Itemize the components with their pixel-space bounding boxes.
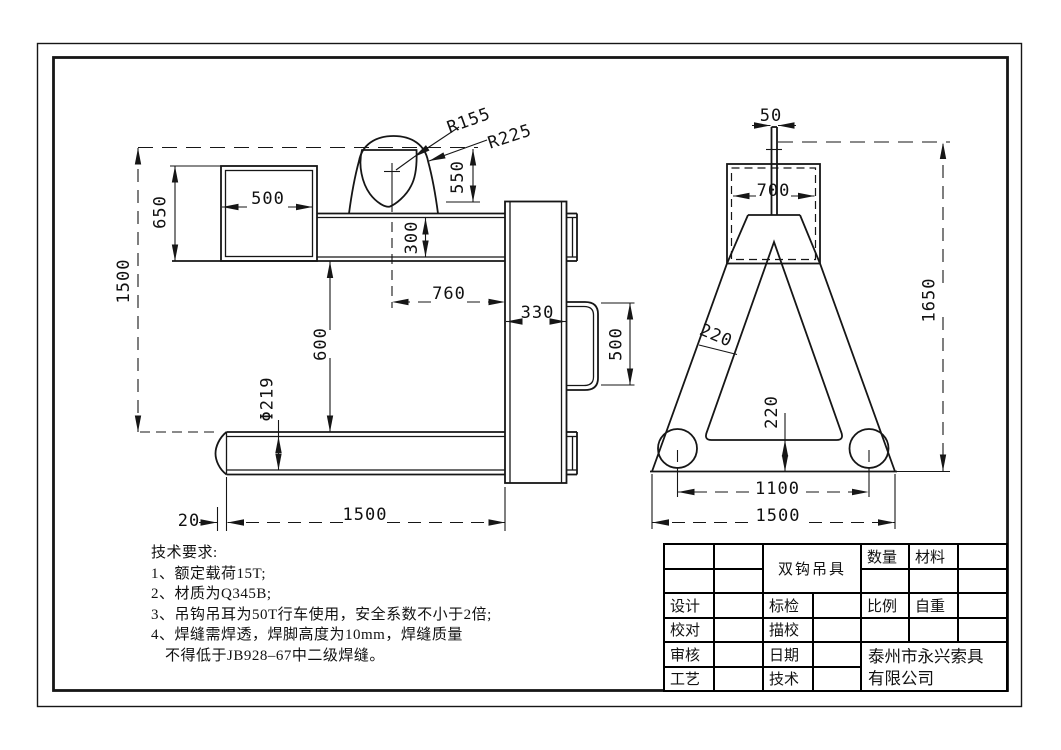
left-view: 1500 650 500 300 550 600 760 330 500 Φ21…	[114, 104, 635, 531]
process-label: 工艺	[663, 665, 713, 690]
title-block-cell	[713, 641, 762, 666]
title-block-cell	[713, 592, 762, 617]
dim-box-width: 500	[251, 189, 285, 209]
tech-req-item: 2、材质为Q345B;	[151, 586, 272, 603]
aframe-left-leg	[651, 214, 749, 472]
head-box-outline	[726, 163, 821, 265]
technique-label: 技术	[762, 665, 812, 690]
aframe-right-leg	[799, 214, 896, 472]
dim-lug-offset: 550	[448, 160, 468, 194]
handle-outer	[566, 301, 599, 391]
inner-border	[52, 56, 1009, 692]
dim-lug-to-plate: 760	[432, 284, 466, 304]
right-view: 50 700 220 220 1100 1500 1650	[650, 106, 950, 529]
weight-label: 自重	[908, 592, 957, 617]
tech-req-item: 1、额定载荷15T;	[151, 565, 267, 582]
part-name: 双钩吊具	[762, 543, 860, 592]
company-name: 泰州市永兴索具 有限公司	[860, 641, 1008, 690]
title-block-cell	[812, 641, 860, 666]
dim-base-width: 1500	[756, 506, 801, 526]
tube-stub	[566, 431, 578, 476]
standard-check-label: 标检	[762, 592, 812, 617]
title-block-cell	[812, 616, 860, 641]
dim-base-gap: 220	[762, 395, 782, 429]
title-block-cell	[713, 543, 762, 568]
title-block-cell	[812, 592, 860, 617]
technical-requirements: 技术要求: 1、额定载荷15T; 2、材质为Q345B; 3、吊钩吊耳为50T行…	[151, 543, 571, 667]
leader-r155-tail	[395, 156, 415, 171]
title-block-cell	[957, 543, 1008, 568]
left-roller-circle	[657, 428, 698, 469]
counterweight-box-outline	[220, 165, 318, 262]
lug-hole-outline	[359, 149, 418, 208]
tech-req-item-continued: 不得低于JB928–67中二级焊缝。	[165, 647, 385, 664]
dim-radius-outer: R225	[486, 121, 535, 154]
dim-tube-end: 20	[178, 511, 200, 531]
scale-label: 比例	[860, 592, 908, 617]
tech-req-item: 4、焊缝需焊透，焊脚高度为10mm，焊缝质量	[151, 627, 463, 644]
dim-radius-inner: R155	[444, 104, 493, 138]
aframe-inner-edge	[705, 239, 843, 441]
dim-box-height: 650	[151, 195, 171, 229]
title-block-cell	[663, 567, 713, 592]
title-block-cell	[957, 592, 1008, 617]
dim-handle-height: 500	[607, 327, 627, 361]
tech-req-title: 技术要求:	[151, 545, 218, 561]
tube	[214, 431, 505, 476]
company-name-line1: 泰州市永兴索具	[868, 647, 984, 666]
dim-leg-width-line	[698, 344, 738, 356]
dim-plate-thickness: 50	[760, 106, 782, 126]
title-block-cell	[908, 616, 957, 641]
dim-beam-to-tube: 600	[311, 327, 331, 361]
beam-stub	[566, 212, 578, 262]
title-block-cell	[713, 567, 762, 592]
leader-r155	[413, 126, 460, 158]
dim-plate-width: 330	[521, 303, 555, 323]
outer-border	[36, 42, 1023, 708]
dim-overall-height: 1500	[114, 259, 134, 304]
leader-r225	[428, 139, 488, 162]
date-label: 日期	[762, 641, 812, 666]
quantity-label: 数量	[860, 543, 908, 568]
company-name-line2: 有限公司	[868, 669, 934, 688]
dim-overall-height-right: 1650	[920, 278, 940, 323]
dim-tube-length: 1500	[343, 505, 388, 525]
title-block-cell	[957, 616, 1008, 641]
title-block-cell	[663, 543, 713, 568]
dim-tube-diameter: Φ219	[258, 377, 278, 422]
dim-beam-height: 300	[402, 221, 422, 255]
title-block-cell	[812, 665, 860, 690]
dim-wheel-centers: 1100	[755, 479, 800, 499]
review-label: 审核	[663, 641, 713, 666]
dim-head-box-width: 700	[757, 181, 791, 201]
counterweight-box-inner	[224, 169, 314, 258]
title-block-cell	[713, 616, 762, 641]
design-label: 设计	[663, 592, 713, 617]
head-box-hidden	[730, 167, 817, 261]
dim-leg-width: 220	[697, 320, 736, 352]
trace-check-label: 描校	[762, 616, 812, 641]
tech-req-item: 3、吊钩吊耳为50T行车使用，安全系数不小于2倍;	[151, 606, 492, 623]
title-block-cell	[908, 567, 957, 592]
title-block-cell	[957, 567, 1008, 592]
lifting-lug-outline	[348, 135, 439, 214]
title-block-cell	[860, 616, 908, 641]
material-label: 材料	[908, 543, 957, 568]
right-roller-circle	[848, 428, 890, 469]
title-block-cell	[713, 665, 762, 690]
title-block: 双钩吊具 数量 材料 设计 标检 比例 自重 校对 描校 审核 日期 泰州市永兴…	[663, 543, 1008, 692]
title-block-cell	[860, 567, 908, 592]
proofread-label: 校对	[663, 616, 713, 641]
handle-inner	[566, 305, 595, 387]
vertical-plate-outline	[504, 200, 568, 484]
